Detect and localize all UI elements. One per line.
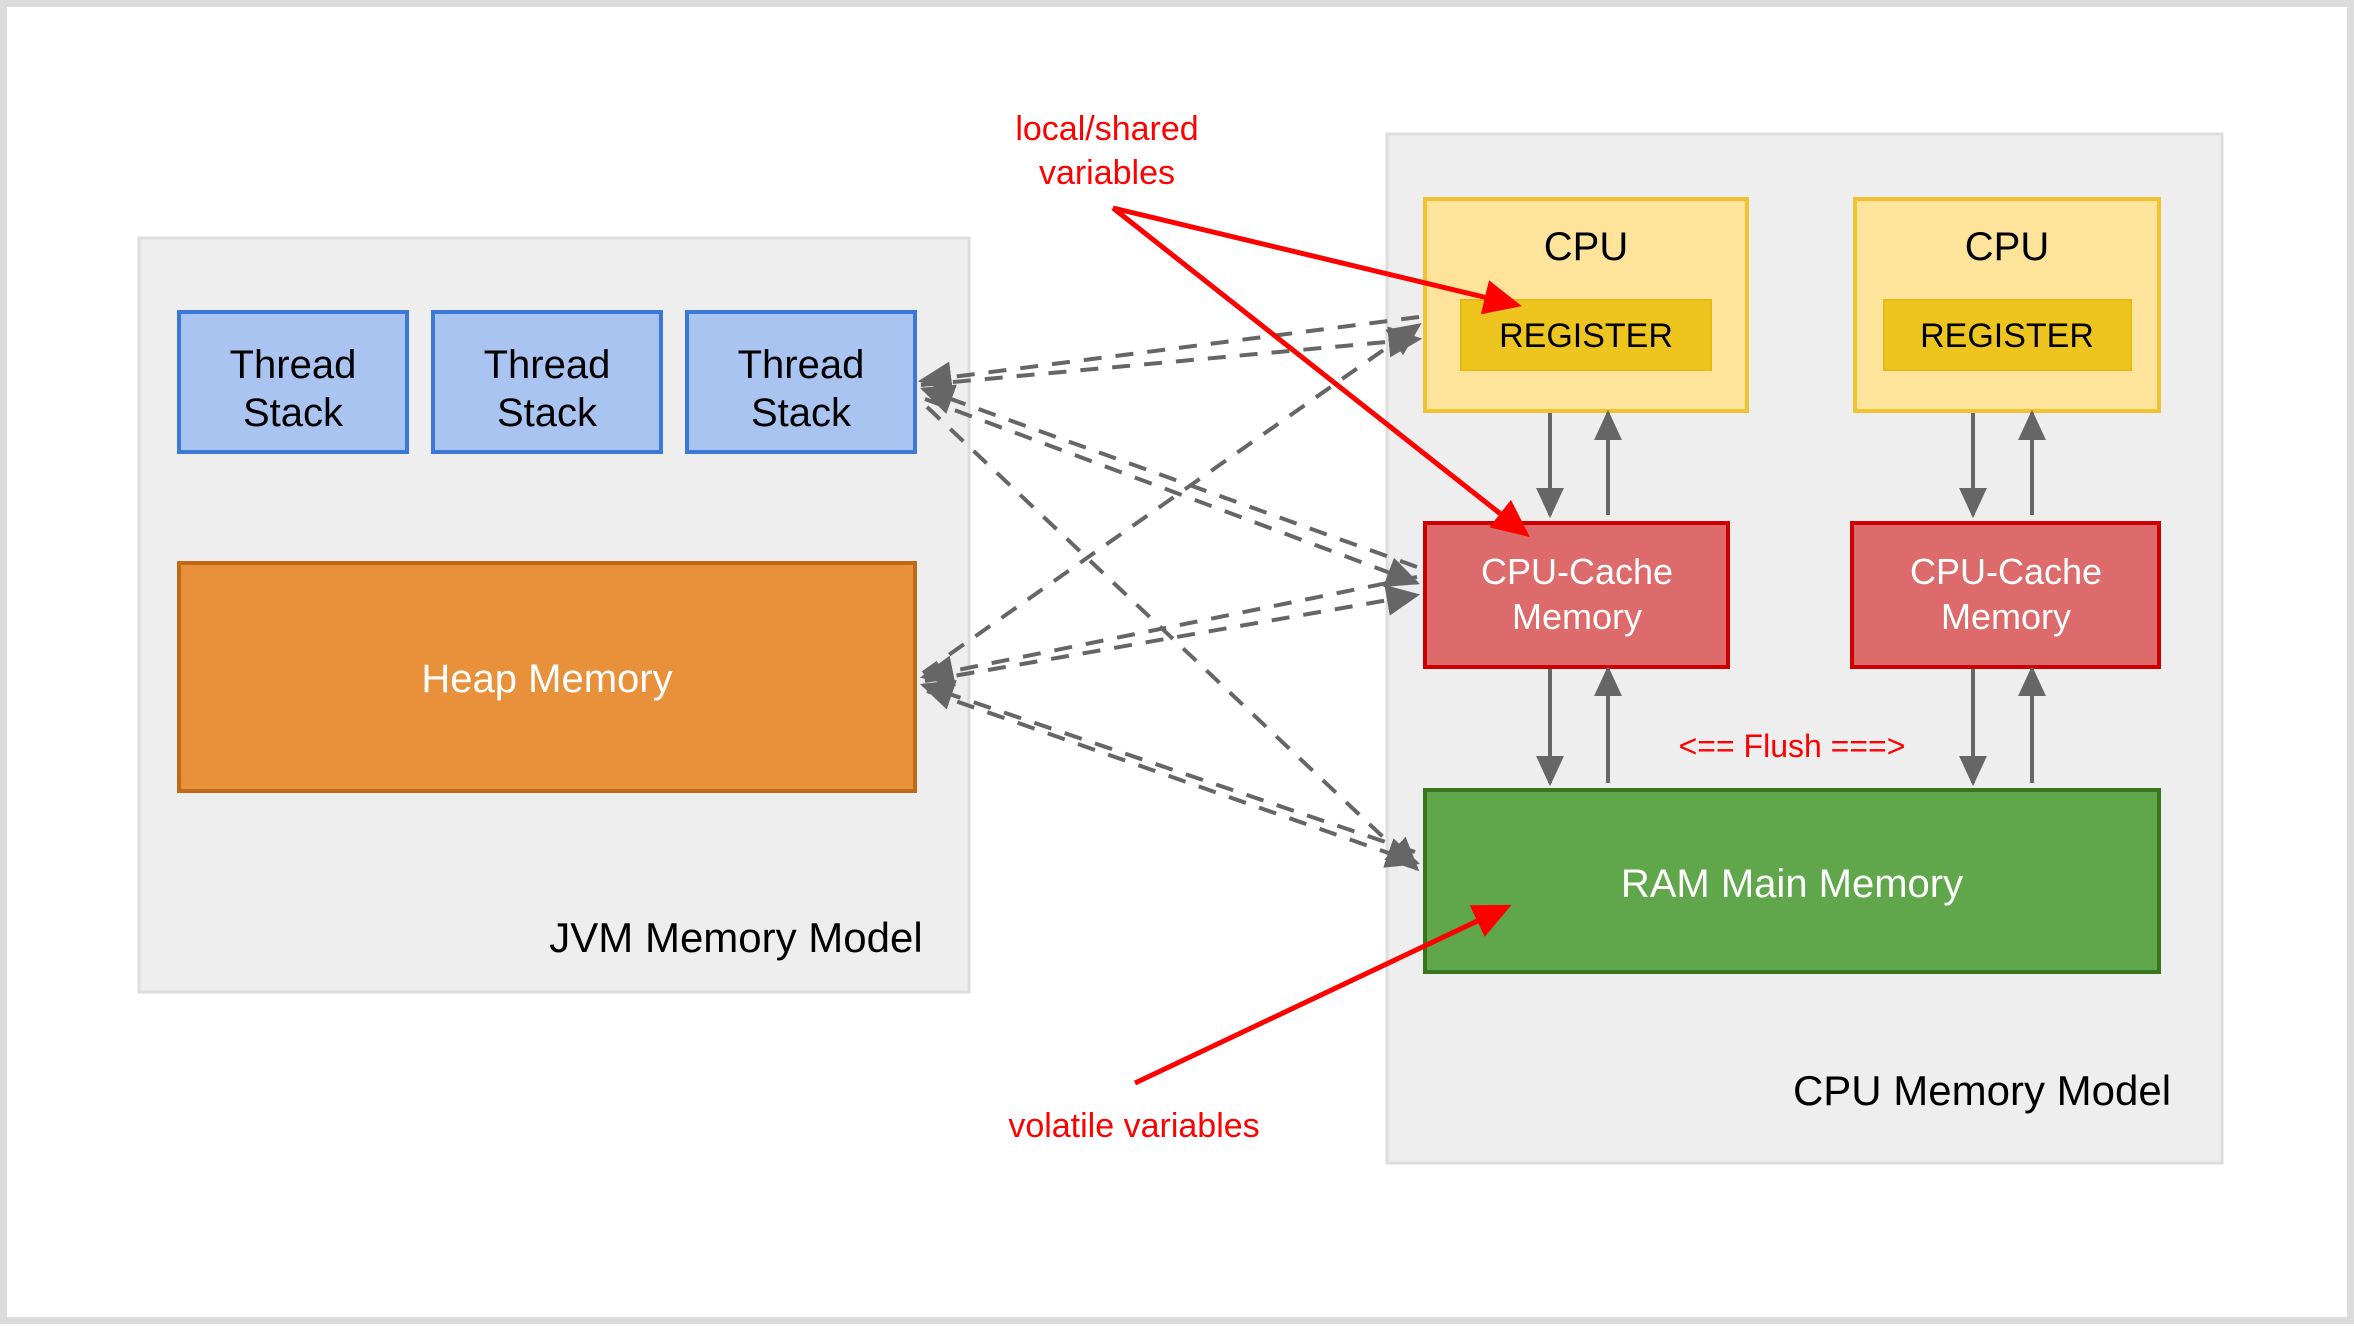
register-label-1: REGISTER [1499,317,1673,355]
dashed-register-to-threadstack [917,315,1420,393]
dashed-threadstack-to-ram [925,405,1420,872]
cpu-box-2[interactable]: CPU REGISTER [1853,197,2161,413]
red-arrow-to-cpu-cache [1111,206,1530,538]
thread-stack-label-3-line1: Thread [738,343,865,387]
cpu-memory-model-panel: CPU REGISTER CPU-Cache Memory CPU REGIST… [1385,132,2224,1165]
dashed-cache-to-threadstack [919,384,1418,569]
dashed-heap-to-cache [924,584,1421,683]
register-label-2: REGISTER [1920,317,2094,355]
thread-stack-label-3-line2: Stack [751,391,852,435]
cpu-box-1[interactable]: CPU REGISTER [1423,197,1749,413]
memory-model-diagram: Thread Stack Thread Stack Thread Stack H… [137,110,2224,1165]
dashed-heap-to-ram [926,689,1421,868]
dashed-ram-to-heap [919,679,1416,854]
thread-stack-label-2-line1: Thread [484,343,611,387]
red-arrow-to-register [1112,205,1522,315]
jvm-panel-title: JVM Memory Model [549,914,922,961]
cpu1-register-cache-arrows [1536,409,1622,519]
thread-stack-box-3[interactable]: Thread Stack [685,310,917,454]
thread-stack-label-1-line1: Thread [230,343,357,387]
ram-rect[interactable] [1423,788,2161,974]
local-shared-label-line1: local/shared [1015,110,1198,148]
cpu-cache-label-1-line1: CPU-Cache [1481,551,1673,592]
jvm-memory-model-panel: Thread Stack Thread Stack Thread Stack H… [137,236,971,994]
flush-label: <== Flush ===> [1679,728,1906,764]
cpu-cache-rect-1[interactable] [1423,521,1730,669]
ram-label: RAM Main Memory [1621,862,1963,906]
thread-stack-box-2[interactable]: Thread Stack [431,310,663,454]
local-shared-label-line2: variables [1039,154,1175,192]
register-rect-2[interactable] [1883,299,2132,371]
dashed-threadstack-to-register [920,326,1423,387]
thread-stack-label-2-line2: Stack [497,391,598,435]
cpu-title-1: CPU [1544,225,1628,269]
cpu-cache-box-2[interactable]: CPU-Cache Memory [1850,521,2161,669]
dashed-threadstack-to-cache [924,397,1420,587]
heap-memory-label: Heap Memory [421,657,672,701]
cpu-cache-box-1[interactable]: CPU-Cache Memory [1423,521,1730,669]
cpu-cache-label-2-line2: Memory [1941,596,2071,637]
heap-memory-rect[interactable] [177,561,917,793]
heap-memory-box[interactable]: Heap Memory [177,561,917,793]
cpu1-cache-ram-arrows [1536,665,1622,787]
volatile-label: volatile variables [1008,1107,1259,1145]
cpu-cache-rect-2[interactable] [1850,521,2161,669]
dashed-heap-to-register [921,323,1422,675]
red-arrow-to-ram [1133,904,1512,1086]
thread-stack-rect-1[interactable] [177,310,409,454]
dashed-cache-to-heap [919,575,1418,687]
thread-stack-rect-3[interactable] [685,310,917,454]
cpu-cache-label-2-line1: CPU-Cache [1910,551,2102,592]
cpu-cache-label-1-line2: Memory [1512,596,1642,637]
thread-stack-box-1[interactable]: Thread Stack [177,310,409,454]
cpu-title-2: CPU [1965,225,2049,269]
thread-stack-label-1-line2: Stack [243,391,344,435]
cpu-panel-title: CPU Memory Model [1793,1067,2171,1114]
cpu2-cache-ram-arrows [1959,665,2046,787]
cpu2-register-cache-arrows [1959,409,2046,519]
ram-main-memory-box[interactable]: RAM Main Memory [1423,788,2161,974]
local-shared-variables-annotation: local/shared variables [1015,110,1530,538]
thread-stack-rect-2[interactable] [431,310,663,454]
volatile-variables-annotation: volatile variables [1008,904,1512,1145]
jvm-cpu-dashed-connections [917,315,1423,872]
